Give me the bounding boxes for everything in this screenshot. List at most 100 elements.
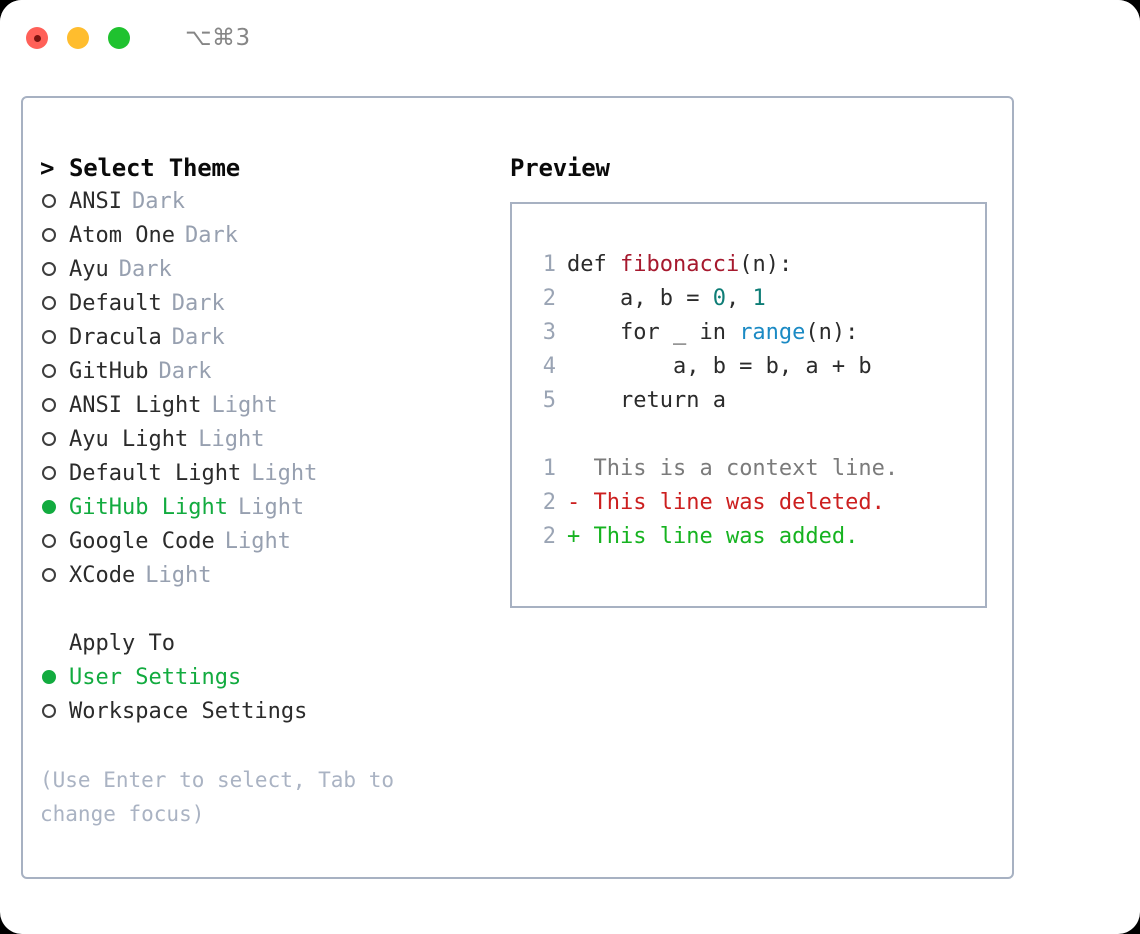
keyboard-hint-text: (Use Enter to select, Tab to change focu…: [40, 768, 395, 826]
code-token-num: 1: [752, 286, 766, 311]
theme-option-variant-tag: Light: [237, 495, 305, 520]
diff-line-text: This line was added.: [580, 524, 859, 549]
theme-option-label: Atom One: [69, 223, 175, 248]
code-token-plain: def: [567, 252, 620, 277]
theme-list-heading: > Select Theme: [40, 151, 488, 185]
code-line: 1 def fibonacci(n):: [530, 248, 985, 282]
code-line: 2 a, b = 0, 1: [530, 282, 985, 316]
theme-option-label: ANSI Light: [69, 393, 202, 418]
radio-dot: [42, 194, 56, 208]
theme-option-default[interactable]: Default Dark: [40, 287, 488, 321]
preview-heading: Preview: [510, 154, 610, 182]
theme-option-label: Dracula: [69, 325, 162, 350]
radio-dot: [42, 534, 56, 548]
code-token-plain: (n):: [739, 252, 793, 277]
apply-to-option-workspace-settings[interactable]: Workspace Settings: [40, 695, 488, 729]
code-token-plain: (n):: [805, 320, 859, 345]
code-line: 5 return a: [530, 384, 985, 418]
window-title: ⌥⌘3: [185, 25, 251, 51]
theme-option-variant-tag: Dark: [118, 257, 172, 282]
code-token-plain: a, b =: [567, 286, 713, 311]
theme-option-ayu-light[interactable]: Ayu Light Light: [40, 423, 488, 457]
theme-option-label: Default: [69, 291, 162, 316]
theme-option-label: Ayu: [69, 257, 109, 282]
selection-caret-icon: >: [40, 154, 55, 182]
radio-dot: [42, 500, 56, 514]
theme-option-variant-tag: Dark: [171, 291, 225, 316]
theme-option-label: Google Code: [69, 529, 215, 554]
code-token-plain: ,: [725, 286, 753, 311]
diff-line-number: 2: [542, 490, 556, 515]
theme-option-variant-tag: Dark: [158, 359, 212, 384]
code-line-number: 4: [542, 354, 556, 379]
diff-line-number: 1: [542, 456, 556, 481]
minimize-window-button[interactable]: [67, 27, 89, 49]
code-token-plain: a, b = b, a + b: [567, 354, 872, 379]
section-spacer: [40, 593, 488, 627]
theme-option-label: Default Light: [69, 461, 242, 486]
code-diff-spacer: [530, 418, 985, 452]
theme-option-google-code[interactable]: Google Code Light: [40, 525, 488, 559]
title-bar: ⌥⌘3: [0, 0, 1140, 76]
theme-option-variant-tag: Light: [211, 393, 278, 418]
radio-dot: [42, 364, 56, 378]
diff-line-context: 1 This is a context line.: [530, 452, 985, 486]
diff-marker: +: [567, 524, 581, 549]
radio-dot: [42, 262, 56, 276]
apply-to-option-user-settings[interactable]: User Settings: [40, 661, 488, 695]
radio-dot: [42, 398, 56, 412]
theme-option-atom-one[interactable]: Atom One Dark: [40, 219, 488, 253]
radio-dot: [42, 228, 56, 242]
apply-to-heading: Apply To: [69, 631, 175, 656]
code-line: 3 for _ in range(n):: [530, 316, 985, 350]
theme-option-variant-tag: Dark: [184, 223, 238, 248]
maximize-window-button[interactable]: [108, 27, 130, 49]
code-token-fn: fibonacci: [619, 252, 740, 277]
theme-list-heading-label: Select Theme: [69, 154, 240, 182]
radio-dot: [42, 704, 56, 718]
theme-option-ayu[interactable]: Ayu Dark: [40, 253, 488, 287]
code-line: 4 a, b = b, a + b: [530, 350, 985, 384]
theme-option-variant-tag: Light: [224, 529, 291, 554]
code-token-plain: return a: [567, 388, 726, 413]
radio-dot: [42, 670, 56, 684]
theme-option-variant-tag: Light: [198, 427, 265, 452]
code-line-number: 5: [542, 388, 556, 413]
diff-marker: -: [567, 490, 581, 515]
theme-option-ansi-light[interactable]: ANSI Light Light: [40, 389, 488, 423]
diff-line-text: This line was deleted.: [580, 490, 885, 515]
code-line-number: 3: [542, 320, 556, 345]
theme-option-xcode[interactable]: XCode Light: [40, 559, 488, 593]
theme-option-variant-tag: Light: [145, 563, 212, 588]
radio-dot: [42, 330, 56, 344]
traffic-light-group: [26, 27, 130, 49]
theme-option-label: Ayu Light: [69, 427, 189, 452]
diff-line-add: 2 + This line was added.: [530, 520, 985, 554]
diff-marker: [567, 456, 580, 481]
apply-to-option-label: User Settings: [69, 665, 242, 690]
diff-line-number: 2: [542, 524, 556, 549]
radio-dot: [42, 296, 56, 310]
code-line-number: 1: [542, 252, 556, 277]
radio-dot: [42, 568, 56, 582]
close-window-button[interactable]: [26, 27, 48, 49]
diff-sample: 1 This is a context line.2- This line wa…: [530, 452, 985, 554]
diff-line-del: 2- This line was deleted.: [530, 486, 985, 520]
radio-dot: [42, 432, 56, 446]
code-line-number: 2: [542, 286, 556, 311]
radio-dot: [42, 466, 56, 480]
theme-option-label: XCode: [69, 563, 136, 588]
